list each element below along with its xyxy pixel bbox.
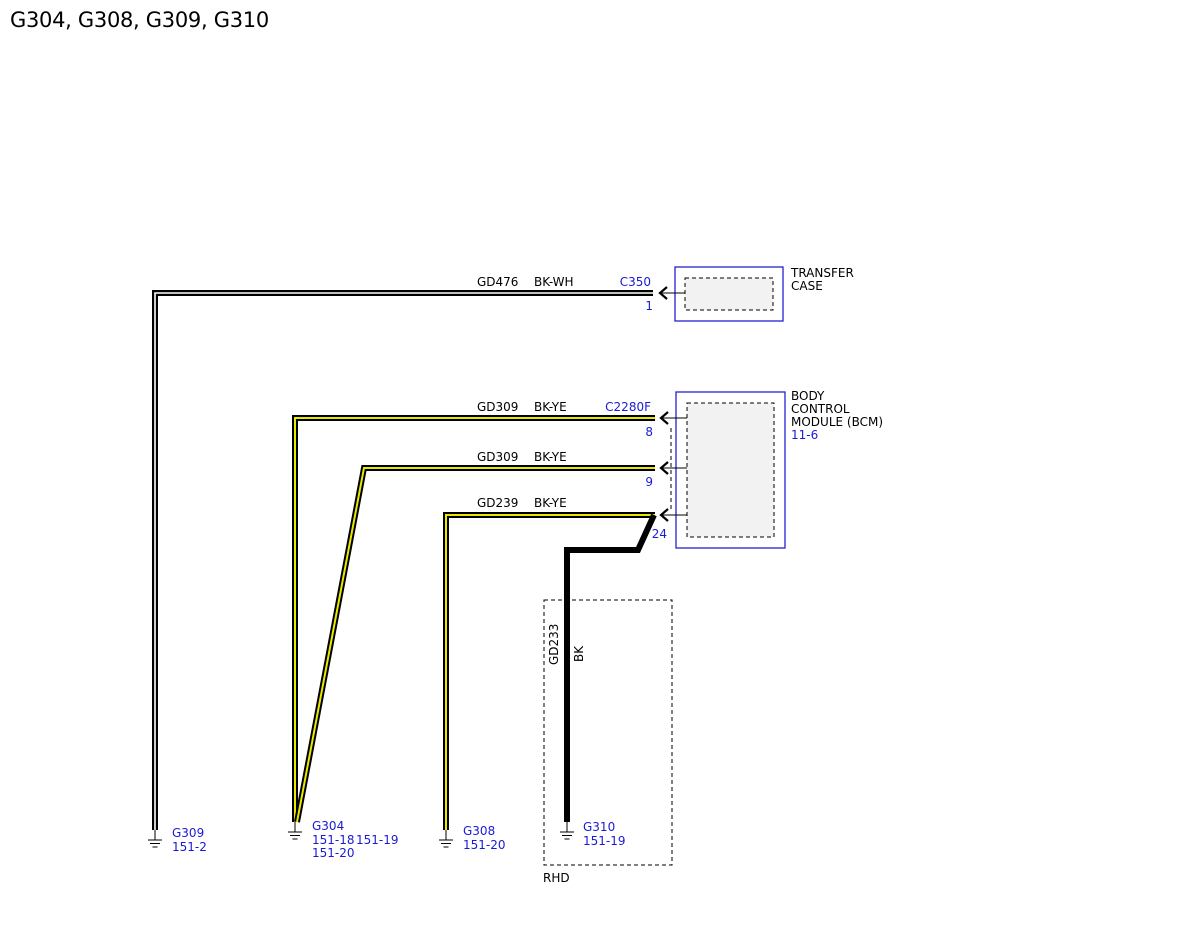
ground-g304-ref-2[interactable]: 151-19 (356, 833, 399, 847)
page-title: G304, G308, G309, G310 (10, 8, 269, 32)
wire-gd233[interactable] (564, 513, 657, 822)
wire-gd239-color: BK-YE (534, 496, 567, 510)
g310-ground-icon (560, 822, 574, 840)
c350-pin1-terminal-icon (658, 286, 668, 300)
bcm-name-line3: MODULE (BCM) (791, 415, 883, 429)
rhd-option-box (543, 599, 673, 866)
g308-ground-icon (439, 830, 453, 848)
ground-g310[interactable]: G310 (583, 820, 615, 834)
connector-c2280f[interactable]: C2280F (605, 400, 651, 414)
rhd-label: RHD (543, 871, 570, 885)
ground-g308[interactable]: G308 (463, 824, 495, 838)
wire-gd309-pin9[interactable] (294, 465, 655, 823)
wire-gd476-color: BK-WH (534, 275, 574, 289)
wire-gd233-color: BK (572, 645, 586, 662)
connector-c2280f-pin8: 8 (645, 425, 653, 439)
wire-gd476-circuit: GD476 (477, 275, 518, 289)
ground-g304[interactable]: G304 (312, 819, 344, 833)
g304-ground-icon (288, 822, 302, 840)
ground-g309-ref-1[interactable]: 151-2 (172, 840, 207, 854)
wire-gd239-circuit: GD239 (477, 496, 518, 510)
connector-c350-pin: 1 (645, 299, 653, 313)
wire-gd233-circuit: GD233 (547, 624, 561, 665)
transfer-case-module[interactable] (662, 266, 784, 322)
ground-g304-ref-3[interactable]: 151-20 (312, 846, 355, 860)
transfer-case-name-line2: CASE (791, 279, 823, 293)
c2280f-pin24-terminal-icon (659, 508, 669, 522)
bcm-module[interactable] (662, 391, 786, 549)
transfer-case-name-line1: TRANSFER (790, 266, 854, 280)
bcm-name-line2: CONTROL (791, 402, 850, 416)
connector-c350[interactable]: C350 (620, 275, 651, 289)
c2280f-pin8-terminal-icon (659, 411, 669, 425)
c2280f-pin9-terminal-icon (659, 461, 669, 475)
connector-c2280f-pin24: 24 (652, 527, 667, 541)
wire-gd476[interactable] (152, 290, 653, 830)
wire-gd309b-color: BK-YE (534, 450, 567, 464)
ground-g310-ref-1[interactable]: 151-19 (583, 834, 626, 848)
bcm-name-line1: BODY (791, 389, 825, 403)
ground-g308-ref-1[interactable]: 151-20 (463, 838, 506, 852)
bcm-page-ref[interactable]: 11-6 (791, 428, 818, 442)
ground-g304-ref-1[interactable]: 151-18 (312, 833, 355, 847)
connector-c2280f-pin9: 9 (645, 475, 653, 489)
wire-gd309a-circuit: GD309 (477, 400, 518, 414)
wire-gd309a-color: BK-YE (534, 400, 567, 414)
wire-gd309-pin8[interactable] (292, 415, 655, 822)
wire-gd309b-circuit: GD309 (477, 450, 518, 464)
wire-gd239[interactable] (443, 512, 655, 830)
ground-g309[interactable]: G309 (172, 826, 204, 840)
g309-ground-icon (148, 830, 162, 848)
